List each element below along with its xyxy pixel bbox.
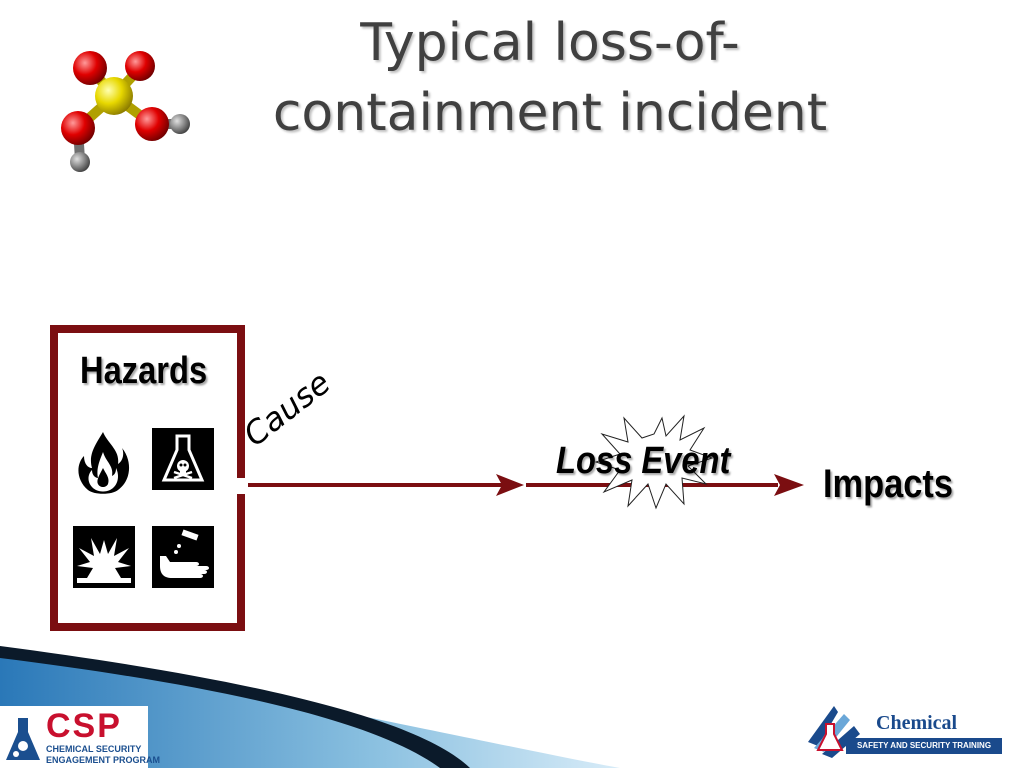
impacts-label: Impacts bbox=[823, 462, 954, 506]
flammable-icon bbox=[72, 430, 134, 494]
hazards-box-opening bbox=[236, 478, 248, 494]
toxic-icon bbox=[151, 427, 215, 491]
csp-logo: CSP CHEMICAL SECURITY ENGAGEMENT PROGRAM bbox=[0, 706, 160, 768]
flask-burst-logo-icon bbox=[808, 706, 860, 758]
csp-logo-line2: ENGAGEMENT PROGRAM bbox=[46, 755, 161, 765]
chemical-training-logo: Chemical SAFETY AND SECURITY TRAINING bbox=[800, 700, 1024, 760]
page-title: Typical loss-of- containment incident bbox=[230, 8, 870, 148]
footer-swoosh bbox=[0, 646, 620, 768]
cause-label: Cause bbox=[236, 363, 338, 454]
loss-event-burst-icon bbox=[594, 414, 714, 510]
title-line-2: containment incident bbox=[272, 83, 828, 143]
chemical-logo-tagline: SAFETY AND SECURITY TRAINING bbox=[846, 738, 1002, 754]
csp-logo-line1: CHEMICAL SECURITY bbox=[46, 744, 142, 754]
flow-arrows bbox=[248, 474, 804, 496]
title-line-1: Typical loss-of- bbox=[360, 13, 740, 73]
csp-logo-letters: CSP bbox=[46, 707, 122, 745]
chemical-logo-word: Chemical bbox=[876, 712, 958, 734]
loss-event-label: Loss Event bbox=[556, 440, 731, 482]
corrosive-icon bbox=[151, 525, 215, 589]
hazards-label: Hazards bbox=[80, 350, 208, 392]
explosive-icon bbox=[72, 525, 136, 589]
molecule-icon bbox=[61, 51, 190, 172]
flask-logo-icon bbox=[6, 718, 40, 760]
